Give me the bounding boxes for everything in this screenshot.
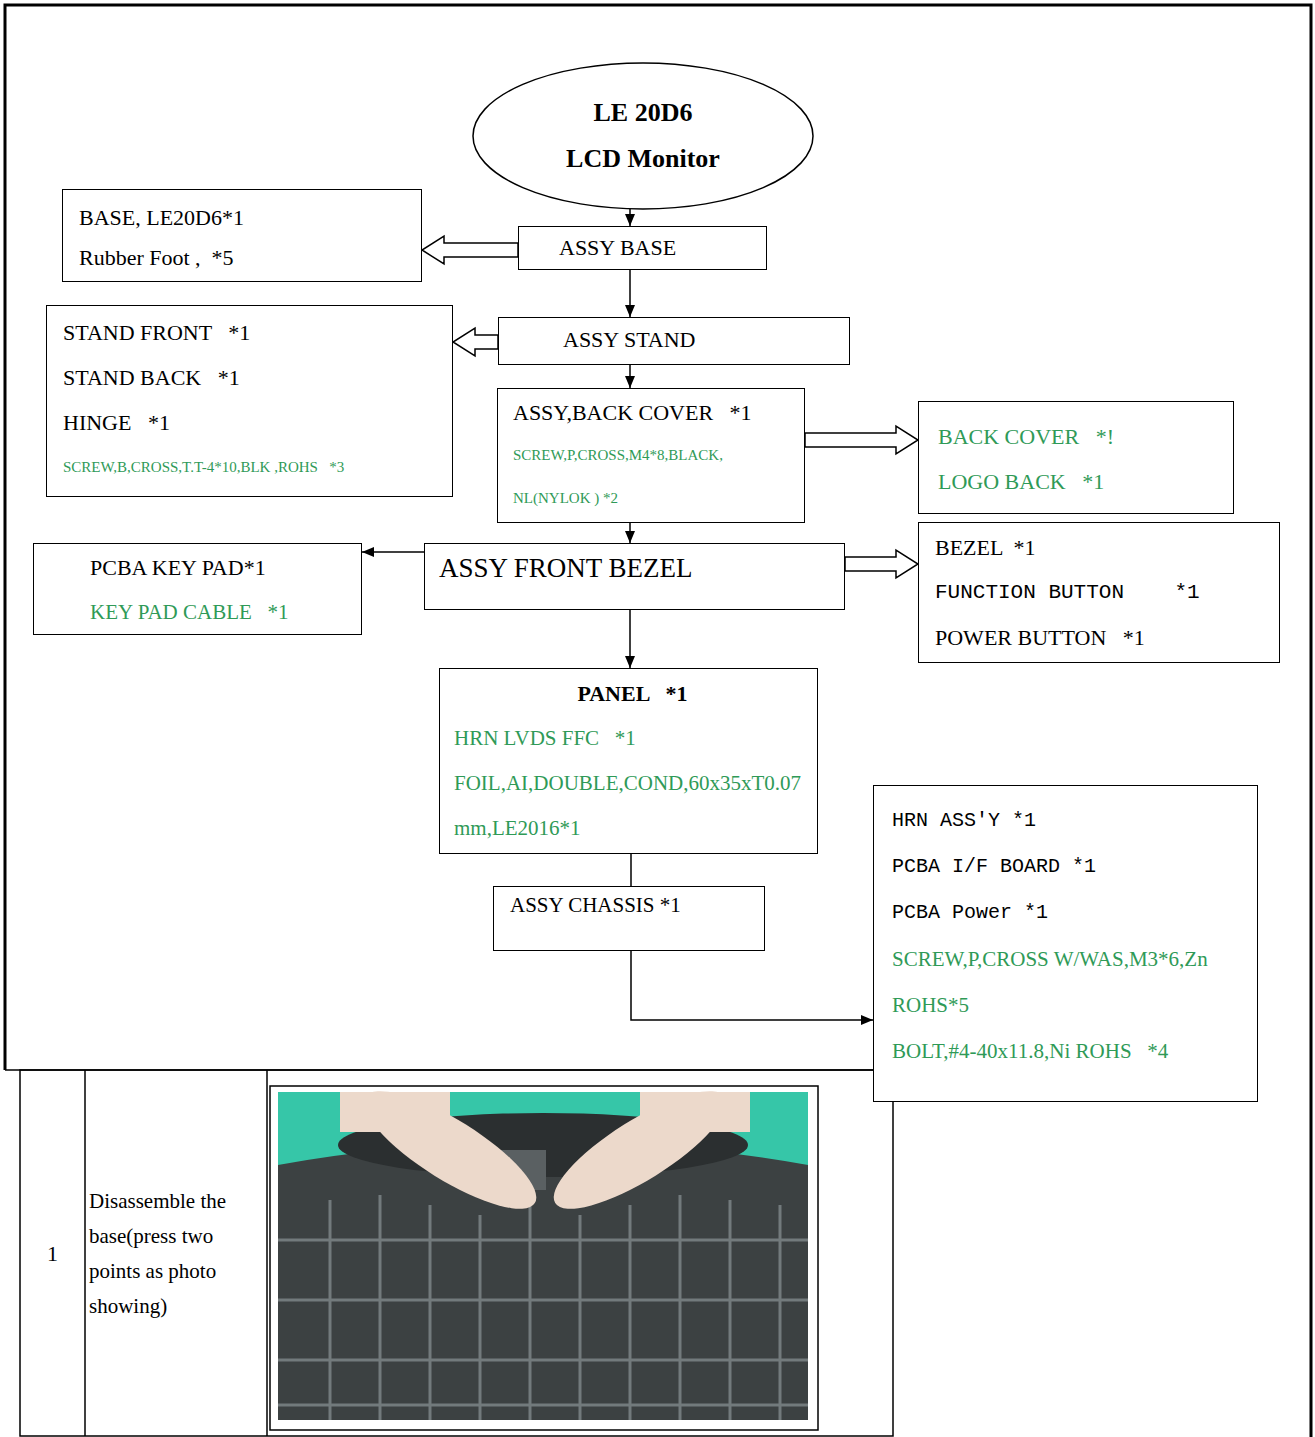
node-text: BASE, LE20D6*1 xyxy=(79,198,415,238)
arrow-head xyxy=(625,214,635,226)
step-text: Disassemble the base(press two points as… xyxy=(89,1184,263,1324)
block-arrow xyxy=(453,328,498,356)
parts-box: BASE, LE20D6*1Rubber Foot , *5 xyxy=(62,189,422,282)
node-text: ASSY FRONT BEZEL xyxy=(439,546,838,590)
part-note: SCREW,B,CROSS,T.T-4*10,BLK ,ROHS *3 xyxy=(63,445,446,490)
arrow-head xyxy=(625,531,635,543)
part-note: SCREW,P,CROSS W/WAS,M3*6,Zn ROHS*5 xyxy=(892,936,1251,1028)
parts-box: PCBA KEY PAD*1KEY PAD CABLE *1 xyxy=(33,543,362,635)
start-ellipse: LE 20D6LCD Monitor xyxy=(472,62,814,210)
process-box: ASSY CHASSIS *1 xyxy=(493,886,765,951)
node-text: HINGE *1 xyxy=(63,400,446,445)
node-text: HRN ASS'Y *1 xyxy=(892,798,1251,844)
block-arrow xyxy=(845,550,918,578)
part-note: FOIL,AI,DOUBLE,COND,60x35xT0.07mm,LE2016… xyxy=(454,761,811,851)
node-text: POWER BUTTON *1 xyxy=(935,615,1273,660)
parts-box: HRN ASS'Y *1PCBA I/F BOARD *1PCBA Power … xyxy=(873,785,1258,1102)
parts-box: BACK COVER *!LOGO BACK *1 xyxy=(918,401,1234,514)
table-cell: 1 xyxy=(20,1070,85,1437)
flow-arrow xyxy=(631,854,632,886)
block-arrow xyxy=(805,426,918,454)
flow-arrow xyxy=(625,365,635,388)
process-box: ASSY FRONT BEZEL xyxy=(424,543,845,610)
node-text: ASSY BASE xyxy=(559,227,760,269)
flow-arrow xyxy=(625,209,635,226)
flow-arrow xyxy=(625,523,635,543)
arrow-head xyxy=(625,656,635,668)
block-arrow xyxy=(422,236,518,264)
table-cell: Disassemble the base(press two points as… xyxy=(85,1070,267,1437)
flow-arrow xyxy=(625,610,635,668)
block-arrow-shape xyxy=(805,426,918,454)
part-note: SCREW,P,CROSS,M4*8,BLACK, NL(NYLOK ) *2 xyxy=(513,434,798,520)
arrow-head xyxy=(625,376,635,388)
node-text: PANEL *1 xyxy=(454,671,811,716)
node-text: ASSY,BACK COVER *1 xyxy=(513,391,798,434)
node-text: BEZEL *1 xyxy=(935,525,1273,570)
parts-box: STAND FRONT *1STAND BACK *1HINGE *1SCREW… xyxy=(46,305,453,497)
node-text: Rubber Foot , *5 xyxy=(79,238,415,278)
flow-arrow xyxy=(631,951,873,1025)
node-text: PCBA KEY PAD*1 xyxy=(90,546,355,590)
arrow-head xyxy=(362,547,374,557)
ellipse-outline xyxy=(472,62,814,210)
arrow-head xyxy=(861,1015,873,1025)
block-arrow-shape xyxy=(845,550,918,578)
step-number: 1 xyxy=(47,1239,58,1269)
block-arrow-shape xyxy=(453,328,498,356)
outer-frame xyxy=(5,5,1311,1437)
node-text: LE 20D6 xyxy=(594,90,693,136)
part-note: KEY PAD CABLE *1 xyxy=(90,590,355,634)
part-note: BACK COVER *! xyxy=(938,414,1227,459)
node-text: ASSY STAND xyxy=(563,318,843,362)
node-text: PCBA Power *1 xyxy=(892,890,1251,936)
ellipse-outline xyxy=(473,63,813,209)
node-text: STAND BACK *1 xyxy=(63,355,446,400)
base-photo xyxy=(270,1072,818,1430)
flow-arrow xyxy=(362,547,424,557)
flow-line xyxy=(631,951,873,1020)
step-table xyxy=(5,1070,893,1436)
process-box: ASSY BASE xyxy=(518,226,767,270)
block-arrow-shape xyxy=(422,236,518,264)
flow-line xyxy=(630,854,632,886)
arrow-head xyxy=(625,305,635,317)
node-text: PCBA I/F BOARD *1 xyxy=(892,844,1251,890)
node-text: STAND FRONT *1 xyxy=(63,310,446,355)
process-box: ASSY,BACK COVER *1SCREW,P,CROSS,M4*8,BLA… xyxy=(497,388,805,523)
node-text: FUNCTION BUTTON *1 xyxy=(935,570,1273,615)
parts-box: PANEL *1HRN LVDS FFC *1FOIL,AI,DOUBLE,CO… xyxy=(439,668,818,854)
node-text: LCD Monitor xyxy=(566,136,720,182)
part-note: HRN LVDS FFC *1 xyxy=(454,716,811,761)
flow-arrow xyxy=(625,270,635,317)
part-note: LOGO BACK *1 xyxy=(938,459,1227,504)
parts-box: BEZEL *1FUNCTION BUTTON *1POWER BUTTON *… xyxy=(918,522,1280,663)
node-text: ASSY CHASSIS *1 xyxy=(510,887,758,923)
part-note: BOLT,#4-40x11.8,Ni ROHS *4 xyxy=(892,1028,1251,1074)
process-box: ASSY STAND xyxy=(498,317,850,365)
